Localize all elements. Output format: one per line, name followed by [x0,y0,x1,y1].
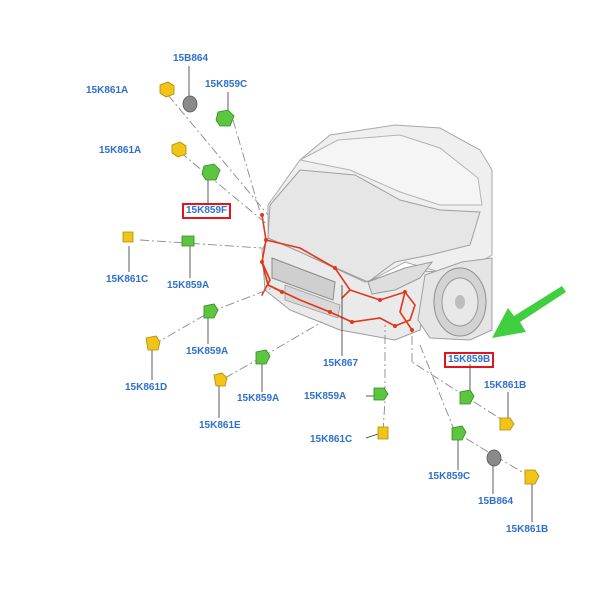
label-15k859f: 15K859F [182,203,232,219]
label-15k861c-left: 15K861C [106,274,149,285]
sensor-15k859b [459,389,475,405]
label-15b864-top: 15B864 [173,53,209,64]
harness-clips [260,213,414,332]
sensor-15k859c-bottom [451,425,467,441]
label-15k861a-mid: 15K861A [99,145,142,156]
grommet-15b864-top [182,95,198,113]
sensor-15k859f [201,163,221,181]
connector-15k861a-top [159,81,175,98]
gray-grommets [182,95,502,467]
connector-15k861c-center [377,426,389,440]
vehicle-body [261,124,493,341]
label-15k861e: 15K861E [199,420,241,431]
grommet-15b864-bottom [486,449,502,467]
label-15k861d: 15K861D [125,382,168,393]
label-15k859c-bottom: 15K859C [428,471,471,482]
label-15k859a-bottom: 15K859A [237,393,280,404]
connector-15k861b-mid [499,417,515,431]
label-15k859a-lower: 15K859A [186,346,229,357]
label-15k861b-mid: 15K861B [484,380,527,391]
label-15k859c-top: 15K859C [205,79,248,90]
sensor-15k859a-lower [203,303,219,319]
sensor-15k859a-center [373,387,389,401]
connector-15k861a-mid [171,141,187,158]
label-15b864-bottom: 15B864 [478,496,514,507]
label-15k859a-center: 15K859A [304,391,347,402]
connector-15k861e [213,372,228,387]
sensor-15k859a-bottom [255,349,271,365]
label-15k861c-center: 15K861C [310,434,353,445]
label-15k867: 15K867 [323,358,359,369]
label-15k861b-bottom: 15K861B [506,524,549,535]
connector-15k861d [145,335,161,351]
connector-15k861c-left [122,231,134,243]
label-15k859a-left: 15K859A [167,280,210,291]
sensor-15k859c-top [215,109,235,127]
green-connectors [181,109,475,441]
label-15k861a-top: 15K861A [86,85,129,96]
yellow-connectors [122,81,540,485]
label-15k859b: 15K859B [444,352,495,368]
connector-15k861b-bottom [524,469,540,485]
green-arrow-icon [492,286,566,338]
leader-lines [139,94,533,479]
sensor-15k859a-left [181,235,195,247]
